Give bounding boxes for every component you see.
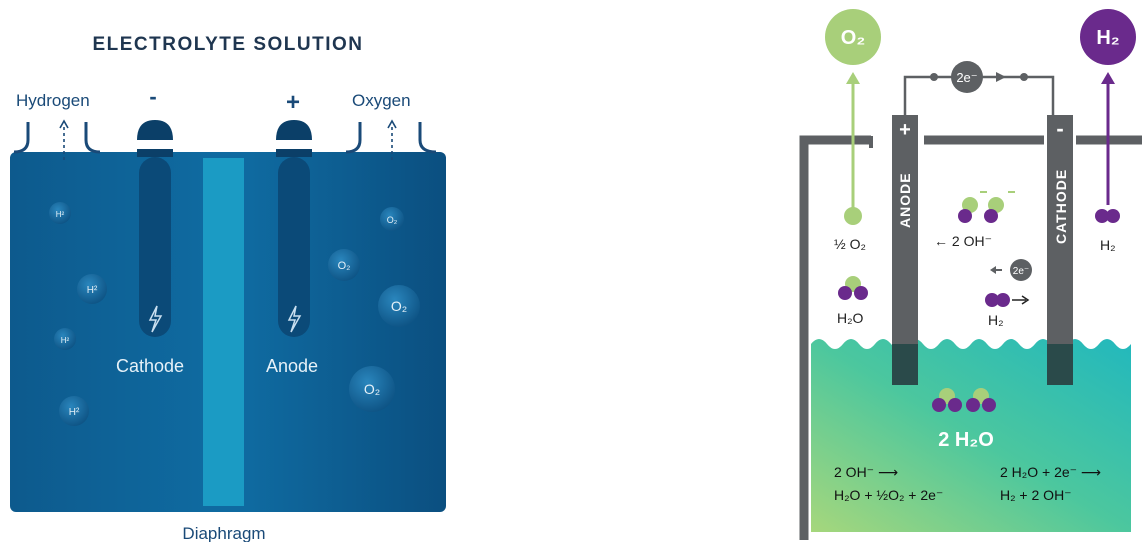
hydrogen-label: Hydrogen — [16, 91, 90, 110]
oxygen-label: Oxygen — [352, 91, 411, 110]
cathode-equation-line2: H₂ + 2 OH⁻ — [1000, 487, 1072, 503]
oxygen-bubble: O₂ — [328, 249, 360, 281]
hydrogen-bubble: H² — [54, 328, 76, 350]
svg-text:2e⁻: 2e⁻ — [1013, 266, 1029, 277]
two-oh-label: ← 2 OH⁻ — [934, 233, 992, 249]
water-molecules-pair — [932, 388, 996, 412]
anode-plus: + — [899, 119, 911, 141]
oxygen-badge: O₂ — [825, 9, 881, 65]
hydrogen-outlet-pipe — [13, 122, 101, 154]
hydrogen-arrow-head — [59, 119, 69, 129]
svg-text:H²: H² — [69, 407, 80, 418]
anode-electrode — [892, 115, 918, 385]
anode-equation-line1: 2 OH⁻ ⟶ — [834, 464, 898, 480]
anode-electrode — [276, 120, 312, 337]
cathode-minus-sign: - — [149, 84, 156, 109]
svg-text:O₂: O₂ — [338, 260, 351, 272]
h2-molecule-mid — [985, 293, 1030, 307]
oxygen-outlet-pipe — [345, 122, 437, 154]
hydrogen-bubble: H² — [49, 202, 71, 224]
diaphragm — [203, 158, 244, 506]
svg-text:H²: H² — [87, 285, 98, 296]
svg-text:O₂: O₂ — [841, 27, 865, 49]
hydroxide-molecules — [958, 191, 1015, 223]
cathode-minus: - — [1056, 116, 1063, 141]
h2o-left-label: H₂O — [837, 310, 864, 326]
anode-submerged — [892, 344, 918, 385]
h2-molecule — [1095, 209, 1120, 223]
cathode-label: CATHODE — [1053, 169, 1069, 244]
two-h2o-label: 2 H₂O — [938, 429, 994, 451]
svg-text:2e⁻: 2e⁻ — [956, 70, 977, 85]
oxygen-arrow-head — [387, 119, 397, 129]
lightning-icon — [287, 305, 302, 333]
oxygen-bubble: O₂ — [378, 285, 420, 327]
cathode-electrode — [1047, 115, 1073, 385]
oxygen-atom — [844, 207, 862, 225]
svg-text:H²: H² — [61, 336, 70, 345]
half-o2-label: ½ O₂ — [834, 236, 866, 252]
anode-label: Anode — [266, 356, 318, 376]
h2-right-label: H₂ — [1100, 237, 1116, 253]
cathode-submerged — [1047, 344, 1073, 385]
diaphragm-label: Diaphragm — [182, 524, 265, 542]
cathode-label: Cathode — [116, 356, 184, 376]
right-electrolysis-diagram: + - ANODE CATHODE 2e⁻ O₂ ½ O₂ H₂ H₂ — [799, 9, 1142, 540]
electron-flow-badge: 2e⁻ — [951, 61, 983, 93]
svg-text:O₂: O₂ — [387, 215, 398, 225]
svg-text:O₂: O₂ — [364, 381, 380, 397]
water-molecule — [838, 276, 868, 300]
anode-label: ANODE — [897, 172, 913, 228]
electron-small-badge: 2e⁻ — [1010, 259, 1032, 281]
left-electrolysis-diagram: ELECTROLYTE SOLUTION Hydrogen Oxygen - + — [10, 34, 446, 543]
hydrogen-bubble: H² — [77, 274, 107, 304]
svg-text:H₂: H₂ — [1096, 27, 1119, 49]
hydrogen-badge: H₂ — [1080, 9, 1136, 65]
oxygen-bubble: O₂ — [380, 207, 404, 231]
anode-equation-line2: H₂O + ½O₂ + 2e⁻ — [834, 487, 943, 503]
left-title: ELECTROLYTE SOLUTION — [92, 34, 363, 55]
h2-mid-label: H₂ — [988, 312, 1004, 328]
svg-text:H²: H² — [56, 210, 65, 219]
hydrogen-bubble: H² — [59, 396, 89, 426]
svg-text:O₂: O₂ — [391, 298, 407, 314]
cathode-electrode — [137, 120, 173, 337]
cathode-equation-line1: 2 H₂O + 2e⁻ ⟶ — [1000, 464, 1101, 480]
lightning-icon — [148, 305, 163, 333]
tank-wall-left — [799, 135, 871, 540]
oxygen-bubble: O₂ — [349, 366, 395, 412]
anode-plus-sign: + — [286, 89, 300, 116]
electrolyte-water — [811, 339, 1131, 532]
